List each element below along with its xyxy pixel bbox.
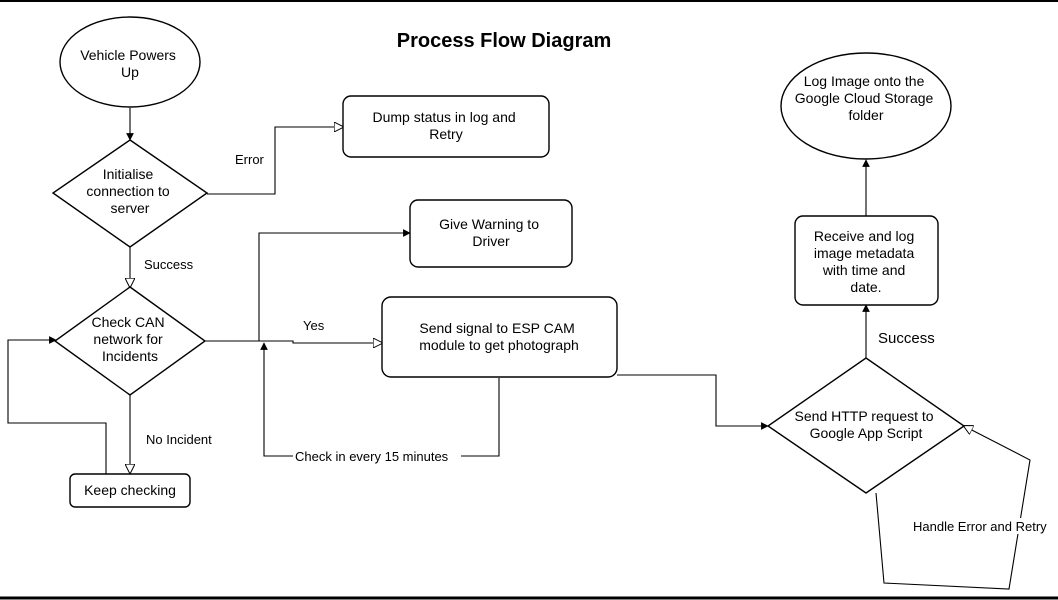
diagram-title: Process Flow Diagram [397, 30, 612, 52]
edge-label-handle-error: Handle Error and Retry [913, 519, 1047, 534]
edge-label-success-2: Success [878, 330, 935, 347]
edge-label-yes: Yes [303, 318, 325, 333]
node-check-can-label: Check CAN network for Incidents [91, 314, 168, 364]
node-send-signal-label: Send signal to ESP CAM module to get pho… [419, 320, 579, 353]
node-log-image [780, 52, 952, 160]
node-dump-status [342, 95, 550, 158]
node-give-warning-label: Give Warning to Driver [439, 216, 543, 249]
node-give-warning [409, 199, 573, 268]
edge-send-to-http [617, 374, 769, 430]
node-receive-log [794, 215, 939, 306]
edge-label-error: Error [235, 152, 265, 167]
node-check-can [53, 286, 207, 396]
node-receive-log-label: Receive and log image metadata with time… [814, 228, 918, 295]
edge-label-handle-error-bg [911, 518, 1057, 534]
node-initialise-connection [51, 139, 209, 248]
edge-handle-error-loop [875, 426, 1031, 590]
edge-keep-loop [7, 336, 107, 474]
node-vehicle-powers-up [59, 16, 201, 108]
node-dump-status-label: Dump status in log and Retry [372, 109, 519, 142]
node-log-image-label: Log Image onto the Google Cloud Storage … [795, 73, 937, 123]
node-vehicle-powers-up-label: Vehicle Powers Up [80, 47, 180, 80]
edge-to-give-warning [258, 229, 411, 341]
edge-label-success-1: Success [144, 257, 194, 272]
edge-label-check-interval: Check in every 15 minutes [295, 449, 449, 464]
node-send-http [766, 357, 966, 494]
node-initialise-connection-label: Initialise connection to server [86, 166, 173, 216]
node-send-http-label: Send HTTP request to Google App Script [795, 408, 938, 441]
node-keep-checking [69, 473, 191, 508]
edge-init-to-dump [207, 127, 343, 195]
edge-label-no-incident: No Incident [146, 432, 212, 447]
edge-check-to-send-signal [205, 341, 382, 343]
node-send-signal [381, 296, 618, 378]
edge-label-check-interval-bg [293, 449, 461, 464]
node-keep-checking-label: Keep checking [84, 482, 176, 498]
